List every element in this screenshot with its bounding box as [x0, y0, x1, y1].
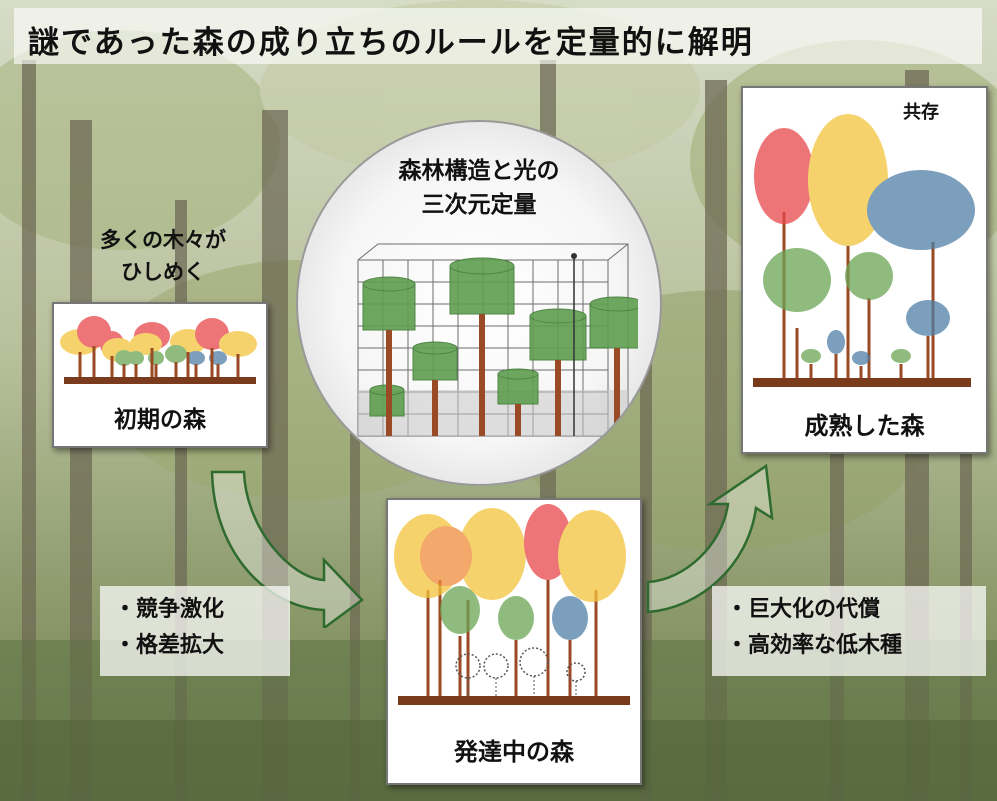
- early-forest-panel: 初期の森: [52, 302, 268, 448]
- early-forest-note-line2: ひしめく: [121, 260, 205, 284]
- curved-arrow-right: [210, 470, 364, 628]
- developing-forest-illustration: [394, 504, 630, 705]
- right-bullet-item: ・巨大化の代償: [726, 597, 881, 622]
- title-bar: 謎であった森の成り立ちのルールを定量的に解明: [14, 8, 982, 64]
- early-forest-note-line1: 多くの木々が: [100, 228, 226, 252]
- coexistence-label: 共存: [903, 102, 939, 123]
- center-title: 森林構造と光の 三次元定量: [298, 154, 660, 222]
- mature-forest-panel: 共存: [741, 86, 988, 454]
- forest-structure-circle: 森林構造と光の 三次元定量: [296, 120, 662, 486]
- right-bullet-list: ・巨大化の代償 ・高効率な低木種: [712, 586, 986, 676]
- center-title-line2: 三次元定量: [421, 192, 537, 218]
- developing-forest-label: 発達中の森: [454, 738, 574, 766]
- page-title: 謎であった森の成り立ちのルールを定量的に解明: [28, 25, 754, 61]
- 3d-grid-illustration: [357, 243, 638, 437]
- early-forest-label: 初期の森: [114, 407, 206, 433]
- center-title-line1: 森林構造と光の: [398, 158, 560, 184]
- mature-forest-illustration: [753, 114, 975, 387]
- left-bullet-list: ・競争激化 ・格差拡大: [100, 586, 290, 676]
- left-bullet-item: ・競争激化: [114, 597, 225, 622]
- early-forest-note: 多くの木々が ひしめく: [68, 224, 258, 288]
- early-forest-illustration: [60, 316, 257, 384]
- mature-forest-label: 成熟した森: [804, 412, 925, 440]
- curved-arrow-up: [646, 463, 774, 614]
- left-bullet-item: ・格差拡大: [114, 633, 225, 658]
- right-bullet-item: ・高効率な低木種: [726, 633, 903, 658]
- developing-forest-panel: 発達中の森: [386, 498, 642, 785]
